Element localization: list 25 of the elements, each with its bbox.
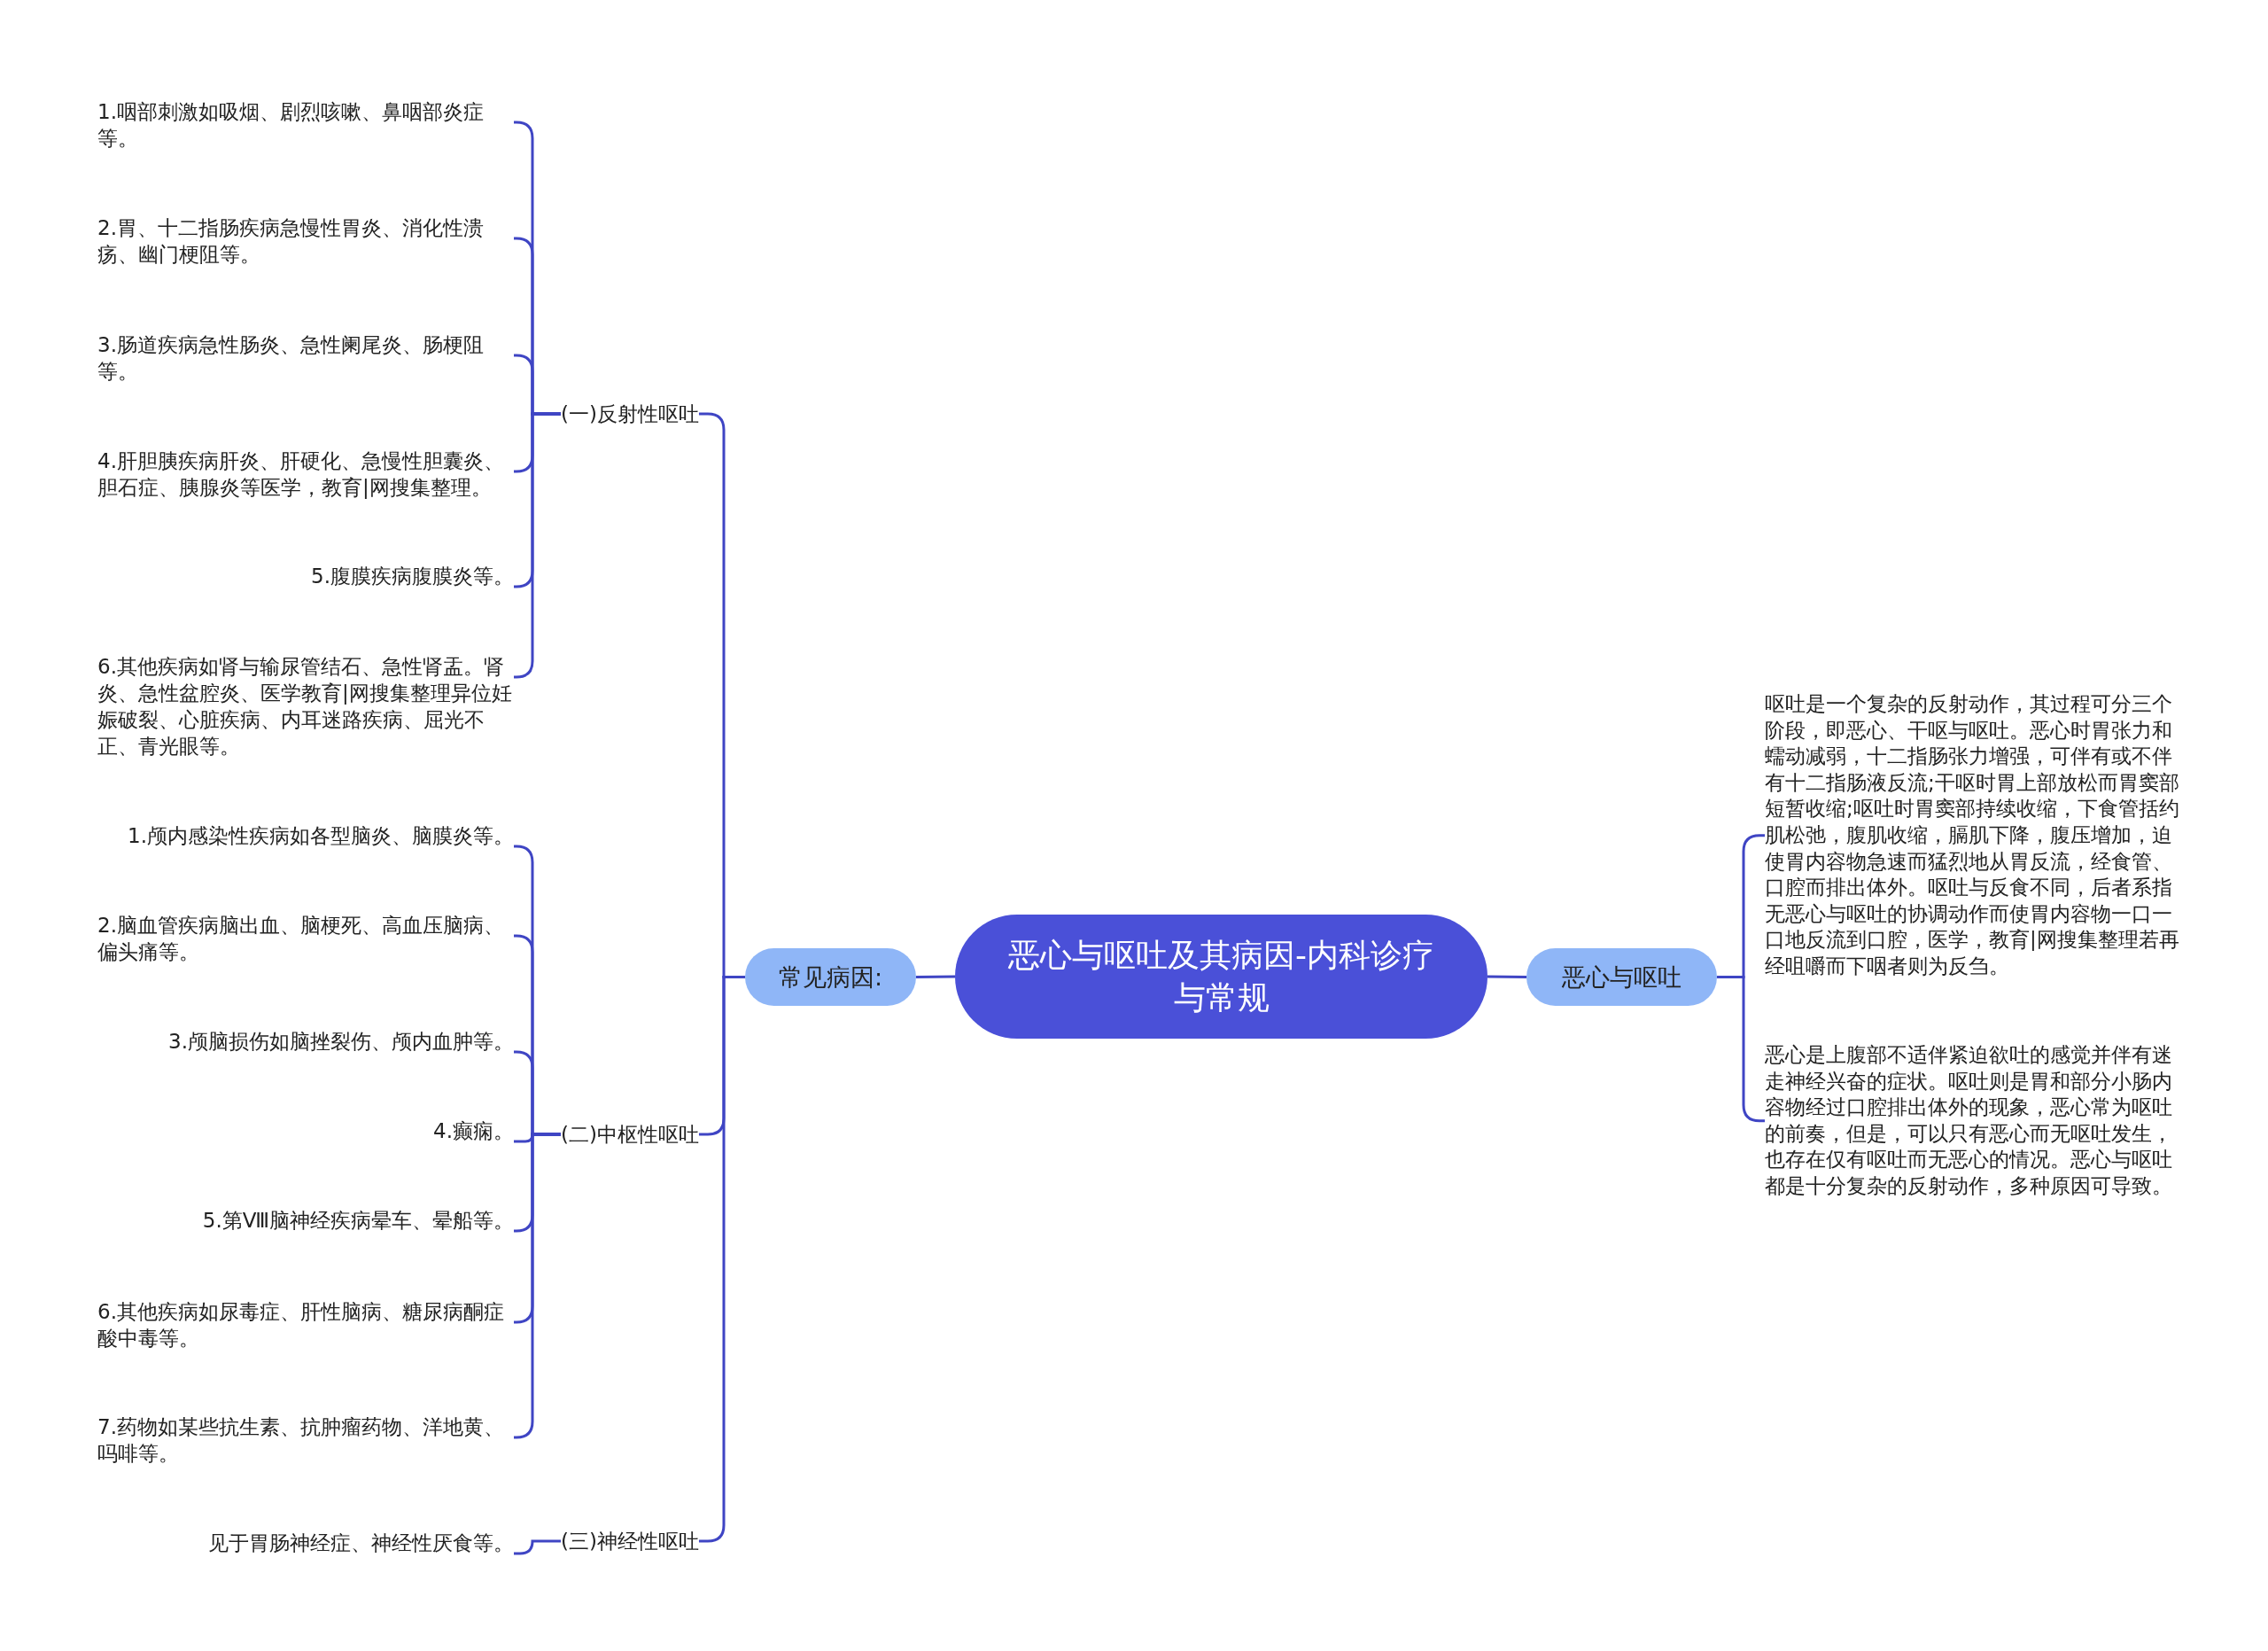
- branch-label: (三)神经性呕吐: [561, 1528, 699, 1554]
- central-topic: 恶心与呕吐及其病因-内科诊疗与常规: [955, 915, 1487, 1039]
- leaf-text: 2.脑血管疾病脑出血、脑梗死、高血压脑病、偏头痛等。: [97, 912, 514, 965]
- leaf-text: 1.咽部刺激如吸烟、剧烈咳嗽、鼻咽部炎症等。: [97, 98, 514, 152]
- leaf-text: 4.癫痫。: [433, 1118, 514, 1144]
- paragraph-text: 呕吐是一个复杂的反射动作，其过程可分三个阶段，即恶心、干呕与呕吐。恶心时胃张力和蠕动减弱，十二指肠张力增强，可伴有或不伴有十二指肠液反流;干呕时胃上部放松而胃窦部短暂收缩;呕吐时胃窦部持续收缩，下食管括约肌松弛，腹肌收缩，膈肌下降，腹压增加，迫使胃内容物急速而猛烈地从胃反流，经食管、口腔而排出体外。呕吐与反食不同，后者系指无恶心与呕吐的协调动作而使胃内容物一口一口地反流到口腔，医学，教育|网搜集整理若再经咀嚼而下咽者则为反刍。: [1765, 691, 2181, 980]
- leaf-text: 5.第Ⅷ脑神经疾病晕车、晕船等。: [202, 1207, 514, 1234]
- paragraph-text: 恶心是上腹部不适伴紧迫欲吐的感觉并伴有迷走神经兴奋的症状。呕吐则是胃和部分小肠内容物经过口腔排出体外的现象，恶心常为呕吐的前奏，但是，可以只有恶心而无呕吐发生，也存在仅有呕吐而无恶心的情况。恶心与呕吐都是十分复杂的反射动作，多种原因可导致。: [1765, 1042, 2181, 1200]
- leaf-text: 7.药物如某些抗生素、抗肿瘤药物、洋地黄、吗啡等。: [97, 1413, 514, 1467]
- connector: [514, 1539, 561, 1555]
- leaf-text: 4.肝胆胰疾病肝炎、肝硬化、急慢性胆囊炎、胆石症、胰腺炎等医学，教育|网搜集整理。: [97, 448, 514, 501]
- topic-pill: 常见病因:: [745, 948, 916, 1006]
- topic-pill: 恶心与呕吐: [1526, 948, 1717, 1006]
- leaf-text: 5.腹膜疾病腹膜炎等。: [311, 563, 514, 589]
- connector: [1487, 975, 1526, 978]
- leaf-text: 2.胃、十二指肠疾病急慢性胃炎、消化性溃疡、幽门梗阻等。: [97, 214, 514, 268]
- leaf-text: 见于胃肠神经症、神经性厌食等。: [208, 1530, 514, 1556]
- leaf-text: 1.颅内感染性疾病如各型脑炎、脑膜炎等。: [128, 822, 514, 849]
- branch-label: (二)中枢性呕吐: [561, 1121, 699, 1148]
- leaf-text: 6.其他疾病如肾与输尿管结石、急性肾盂。肾炎、急性盆腔炎、医学教育|网搜集整理异位妊娠破裂、心脏疾病、内耳迷路疾病、屈光不正、青光眼等。: [97, 653, 514, 759]
- leaf-text: 3.颅脑损伤如脑挫裂伤、颅内血肿等。: [168, 1028, 514, 1055]
- branch-label: (一)反射性呕吐: [561, 401, 699, 427]
- connector: [916, 975, 955, 978]
- leaf-text: 6.其他疾病如尿毒症、肝性脑病、糖尿病酮症酸中毒等。: [97, 1298, 514, 1351]
- leaf-text: 3.肠道疾病急性肠炎、急性阑尾炎、肠梗阻等。: [97, 331, 514, 385]
